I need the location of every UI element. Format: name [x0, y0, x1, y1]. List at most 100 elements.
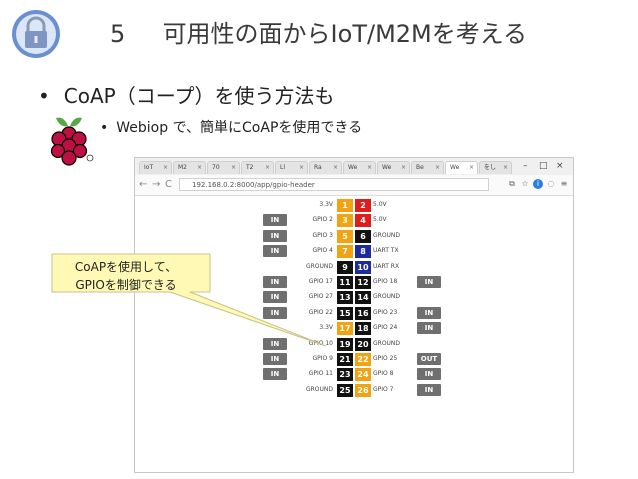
gpio-pin[interactable]: 7 [337, 245, 353, 259]
gpio-label-right: GPIO 18 [373, 278, 398, 285]
gpio-mode-button-right[interactable]: OUT [417, 353, 441, 365]
tab-close-icon[interactable]: × [468, 164, 474, 171]
browser-tab[interactable]: IoT× [139, 161, 172, 174]
gpio-pin[interactable]: 6 [355, 229, 371, 243]
browser-tab[interactable]: We × [445, 161, 478, 174]
gpio-label-left: GROUND [305, 385, 333, 393]
gpio-label-left: GPIO 17 [308, 278, 333, 285]
browser-tab[interactable]: Ll× [275, 161, 308, 174]
gpio-pin[interactable]: 9 [337, 260, 353, 274]
bookmark-star-icon[interactable]: ☆ [521, 179, 529, 188]
translate-icon[interactable]: ⧉ [509, 179, 515, 188]
extension-icon[interactable]: i [533, 179, 543, 189]
extension-icon-2[interactable]: ◌ [547, 179, 555, 188]
browser-tab-label: Be [416, 164, 424, 171]
gpio-pin[interactable]: 17 [337, 322, 353, 336]
gpio-mode-button-left[interactable]: IN [263, 368, 287, 381]
gpio-mode-button-left[interactable]: IN [263, 229, 287, 242]
browser-tab[interactable]: Ra× [309, 161, 342, 174]
gpio-pin[interactable]: 21 [337, 353, 353, 366]
tab-close-icon[interactable]: × [332, 164, 338, 171]
gpio-pin[interactable]: 14 [355, 291, 371, 305]
gpio-mode-button-right[interactable]: IN [417, 322, 441, 335]
gpio-pin[interactable]: 8 [355, 245, 371, 259]
gpio-pin[interactable]: 20 [355, 337, 371, 351]
gpio-pin[interactable]: 22 [355, 353, 371, 366]
gpio-label-left: GPIO 10 [308, 339, 333, 347]
browser-tab[interactable]: We × [377, 161, 410, 174]
tab-close-icon[interactable]: × [230, 164, 236, 171]
tab-close-icon[interactable]: × [502, 164, 508, 171]
tab-close-icon[interactable]: × [400, 164, 406, 171]
browser-tab[interactable]: をし × [479, 161, 512, 174]
tab-close-icon[interactable]: × [264, 164, 270, 171]
gpio-label-left: 3.3V [319, 201, 333, 208]
bullet-marker: • [100, 120, 109, 136]
browser-tab[interactable]: Be × [411, 161, 444, 174]
gpio-pin[interactable]: 5 [337, 229, 353, 243]
gpio-mode-button-right[interactable]: IN [417, 276, 441, 288]
gpio-label-left: GROUND [305, 262, 333, 270]
address-bar: ← → C 192.168.0.2:8000/app/gpio-header ⧉… [135, 175, 573, 196]
gpio-pin[interactable]: 11 [337, 276, 353, 289]
gpio-mode-button-left[interactable]: IN [263, 214, 287, 227]
gpio-mode-button-right[interactable]: IN [417, 383, 441, 396]
gpio-pin[interactable]: 10 [355, 260, 371, 274]
browser-tab[interactable]: We × [343, 161, 376, 174]
browser-tab[interactable]: 70× [207, 161, 240, 174]
back-button[interactable]: ← [139, 179, 148, 190]
tab-close-icon[interactable]: × [162, 164, 168, 171]
gpio-mode-button-right[interactable]: IN [417, 306, 441, 319]
gpio-pin[interactable]: 15 [337, 306, 353, 320]
gpio-pin[interactable]: 4 [355, 214, 371, 228]
callout-line-1: CoAPを使用して、 [74, 260, 178, 274]
gpio-pin[interactable]: 3 [337, 214, 353, 228]
gpio-pin[interactable]: 18 [355, 322, 371, 336]
gpio-pin[interactable]: 13 [337, 291, 353, 305]
menu-icon[interactable]: ≡ [560, 179, 568, 188]
browser-tab[interactable]: M2× [173, 161, 206, 174]
lock-icon [12, 10, 60, 58]
browser-tab-label: T2 [246, 164, 254, 171]
gpio-label-right: GPIO 23 [373, 308, 398, 316]
browser-tab-label: We [450, 164, 460, 171]
gpio-pin[interactable]: 23 [337, 368, 353, 382]
slide-title: 5 可用性の面からIoT/M2Mを考える [110, 14, 527, 49]
window-minimize-button[interactable]: – [523, 161, 528, 171]
window-maximize-button[interactable]: □ [539, 161, 548, 171]
gpio-pin[interactable]: 25 [337, 383, 353, 397]
bullet-coap-text: CoAP（コープ）を使う方法も [63, 84, 335, 108]
gpio-pin[interactable]: 2 [355, 199, 371, 212]
tab-close-icon[interactable]: × [196, 164, 202, 171]
browser-tab-label: We [382, 164, 392, 171]
gpio-pin[interactable]: 26 [355, 383, 371, 397]
gpio-label-left: GPIO 27 [308, 293, 333, 301]
tab-close-icon[interactable]: × [366, 164, 372, 171]
tab-close-icon[interactable]: × [298, 164, 304, 171]
url-field[interactable]: 192.168.0.2:8000/app/gpio-header [179, 178, 489, 191]
browser-tab-label: をし [484, 164, 497, 171]
window-close-button[interactable]: × [556, 161, 564, 171]
gpio-label-right: GPIO 8 [373, 370, 394, 378]
gpio-mode-button-right[interactable]: IN [417, 368, 441, 381]
gpio-label-left: GPIO 3 [312, 231, 333, 239]
gpio-pin[interactable]: 19 [337, 337, 353, 351]
gpio-pin[interactable]: 24 [355, 368, 371, 382]
gpio-label-right: GPIO 24 [373, 324, 398, 332]
gpio-label-left: 3.3V [319, 324, 333, 332]
bullet-marker: • [38, 84, 50, 108]
gpio-pin[interactable]: 12 [355, 276, 371, 289]
reload-button[interactable]: C [165, 179, 172, 190]
gpio-mode-button-left[interactable]: IN [263, 353, 287, 365]
browser-tab[interactable]: T2 × [241, 161, 274, 174]
gpio-pin[interactable]: 16 [355, 306, 371, 320]
tab-close-icon[interactable]: × [434, 164, 440, 171]
bullet-webiop: • Webiop で、簡単にCoAPを使用できる [100, 117, 362, 137]
gpio-label-right: UART RX [373, 262, 400, 270]
gpio-pin[interactable]: 1 [337, 199, 353, 212]
gpio-label-left: GPIO 2 [312, 216, 333, 224]
browser-tab-label: We [348, 164, 358, 171]
forward-button[interactable]: → [152, 179, 161, 190]
bullet-webiop-text: Webiop で、簡単にCoAPを使用できる [116, 120, 363, 136]
